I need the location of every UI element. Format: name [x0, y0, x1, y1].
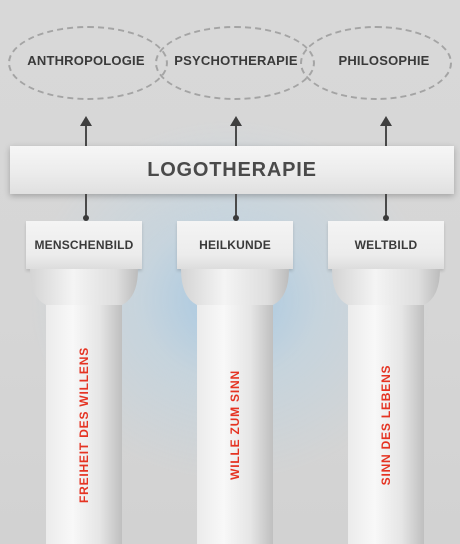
domain-label-philosophie: PHILOSOPHIE: [338, 53, 430, 68]
pillar-capital: MENSCHENBILD: [26, 221, 142, 269]
pillar-shaft-label: SINN DES LEBENS: [379, 364, 393, 485]
pillar-shaft-label: FREIHEIT DES WILLENS: [77, 346, 91, 503]
domain-label-psychotherapie: PSYCHOTHERAPIE: [174, 53, 298, 68]
domain-ellipse-philosophie: [300, 26, 452, 100]
pillar-menschenbild: MENSCHENBILD FREIHEIT DES WILLENS: [26, 221, 142, 544]
pillar-shaft: WILLE ZUM SINN: [197, 305, 273, 544]
domain-row: ANTHROPOLOGIE PSYCHOTHERAPIE PHILOSOPHIE: [0, 0, 460, 130]
pillar-neck: [30, 269, 138, 313]
pillar-weltbild: WELTBILD SINN DES LEBENS: [328, 221, 444, 544]
pillar-shaft-label: WILLE ZUM SINN: [228, 369, 242, 480]
logotherapie-bar: LOGOTHERAPIE: [10, 146, 454, 194]
pillar-neck: [181, 269, 289, 313]
pillar-heilkunde: HEILKUNDE WILLE ZUM SINN: [177, 221, 293, 544]
pillar-capital-label: MENSCHENBILD: [34, 238, 134, 252]
pillar-capital-label: WELTBILD: [354, 238, 418, 252]
pillar-shaft: SINN DES LEBENS: [348, 305, 424, 544]
pillar-shaft: FREIHEIT DES WILLENS: [46, 305, 122, 544]
logotherapie-title: LOGOTHERAPIE: [147, 159, 317, 181]
pillar-capital-label: HEILKUNDE: [199, 238, 271, 252]
pillar-capital: HEILKUNDE: [177, 221, 293, 269]
pillar-neck: [332, 269, 440, 313]
domain-label-anthropologie: ANTHROPOLOGIE: [27, 53, 145, 68]
pillar-capital: WELTBILD: [328, 221, 444, 269]
